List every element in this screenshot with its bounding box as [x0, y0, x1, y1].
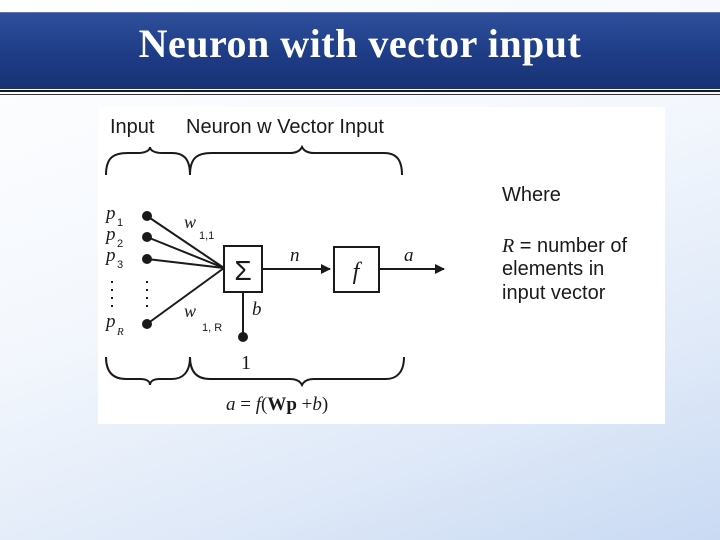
weight-line-3	[146, 258, 225, 269]
weight-label-w11: w 1,1	[184, 212, 214, 242]
input-label-pR: p R	[104, 311, 124, 338]
bias-input-label: 1	[241, 352, 251, 374]
svg-text:p: p	[104, 311, 116, 332]
weight-label-w1R: w 1, R	[184, 301, 222, 334]
weight-line-1	[146, 215, 225, 269]
summation-symbol: Σ	[234, 255, 251, 286]
svg-text:3: 3	[117, 259, 123, 271]
legend-line-2: elements in	[502, 258, 604, 280]
net-input-label: n	[290, 245, 300, 266]
input-bottom-brace	[105, 356, 191, 386]
legend-line-3: input vector	[502, 282, 606, 304]
title-underline-thin	[0, 94, 720, 95]
svg-text:w: w	[184, 212, 196, 232]
bias-node	[238, 332, 248, 342]
title-underline	[0, 90, 720, 92]
neuron-top-brace	[189, 144, 403, 176]
svg-text:w: w	[184, 301, 196, 321]
svg-text:a = f(Wp +b): a = f(Wp +b)	[226, 394, 328, 415]
svg-text:R: R	[116, 326, 124, 338]
output-label: a	[404, 245, 414, 266]
bias-label: b	[252, 299, 262, 320]
equation: a = f(Wp +b)	[226, 394, 328, 415]
svg-text:p: p	[104, 245, 116, 266]
neuron-diagram: Input Neuron w Vector Input p 1 p 2 p 3 …	[98, 107, 665, 424]
neuron-header: Neuron w Vector Input	[186, 116, 384, 138]
svg-text:p: p	[104, 224, 116, 245]
svg-text:1: 1	[117, 217, 123, 229]
transfer-function-label: f	[353, 259, 363, 285]
svg-text:2: 2	[117, 238, 123, 250]
input-label-p2: p 2	[104, 224, 123, 250]
input-label-p1: p 1	[104, 203, 123, 229]
neuron-diagram-svg: Input Neuron w Vector Input p 1 p 2 p 3 …	[104, 116, 628, 415]
weight-line-R	[146, 267, 225, 325]
input-label-p3: p 3	[104, 245, 123, 271]
legend-heading: Where	[502, 184, 561, 206]
title-bar	[0, 12, 720, 89]
svg-text:1,1: 1,1	[199, 230, 214, 242]
input-header: Input	[110, 116, 155, 138]
svg-text:p: p	[104, 203, 116, 224]
weight-line-2	[146, 236, 225, 269]
neuron-bottom-brace	[189, 356, 405, 388]
transfer-function-block	[333, 246, 380, 293]
svg-text:1, R: 1, R	[202, 322, 222, 334]
input-top-brace	[105, 146, 191, 176]
slide-title: Neuron with vector input	[138, 21, 582, 66]
legend-line-1: R = number of	[501, 235, 628, 257]
